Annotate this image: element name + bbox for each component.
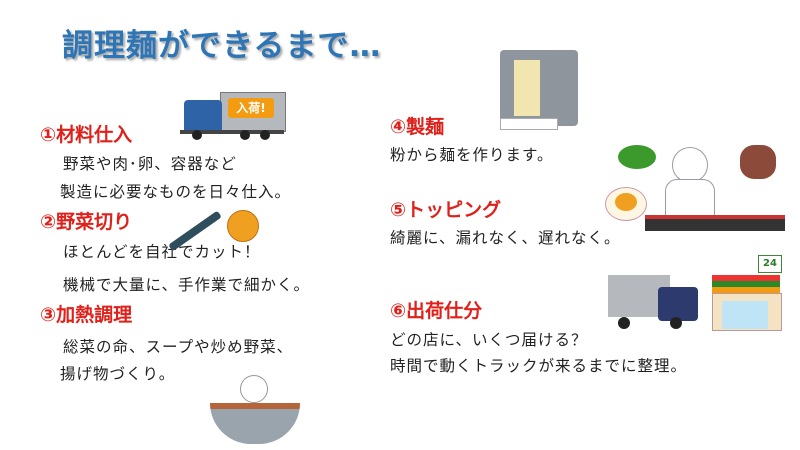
step-1-text: 野菜や肉･卵、容器など	[63, 155, 237, 173]
smiling-truck-icon	[608, 275, 703, 330]
topping-worker-icon	[600, 135, 785, 235]
noodle-machine-icon	[500, 50, 578, 132]
step-4-heading: ④製麺	[390, 116, 445, 138]
step-3-text: 総菜の命、スープや炒め野菜、	[63, 338, 294, 356]
step-2-heading: ②野菜切り	[40, 211, 133, 233]
page-title: 調理麺ができるまで…	[62, 28, 382, 64]
step-4-text: 粉から麺を作ります。	[390, 146, 554, 164]
step-1-text: 製造に必要なものを日々仕入。	[60, 183, 292, 201]
knife-onion-icon	[165, 205, 265, 252]
step-6-text: どの店に、いくつ届ける？	[390, 331, 588, 349]
step-5-text: 綺麗に、漏れなく、遅れなく。	[390, 229, 621, 247]
arrival-badge: 入荷!	[228, 98, 274, 118]
cooking-pot-icon	[210, 375, 300, 444]
convenience-store-icon: 24	[712, 255, 782, 331]
store-sign: 24	[758, 255, 782, 273]
step-3-heading: ③加熱調理	[40, 304, 133, 326]
delivery-truck-icon: 入荷!	[180, 92, 286, 142]
step-1-heading: ①材料仕入	[40, 124, 133, 146]
step-6-text: 時間で動くトラックが来るまでに整理。	[390, 357, 688, 375]
step-2-text: ほとんどを自社でカット！	[63, 243, 261, 261]
step-2-text: 機械で大量に、手作業で細かく。	[63, 276, 311, 294]
step-3-text: 揚げ物づくり。	[60, 365, 176, 383]
step-6-heading: ⑥出荷仕分	[390, 300, 483, 322]
step-5-heading: ⑤トッピング	[390, 199, 502, 221]
